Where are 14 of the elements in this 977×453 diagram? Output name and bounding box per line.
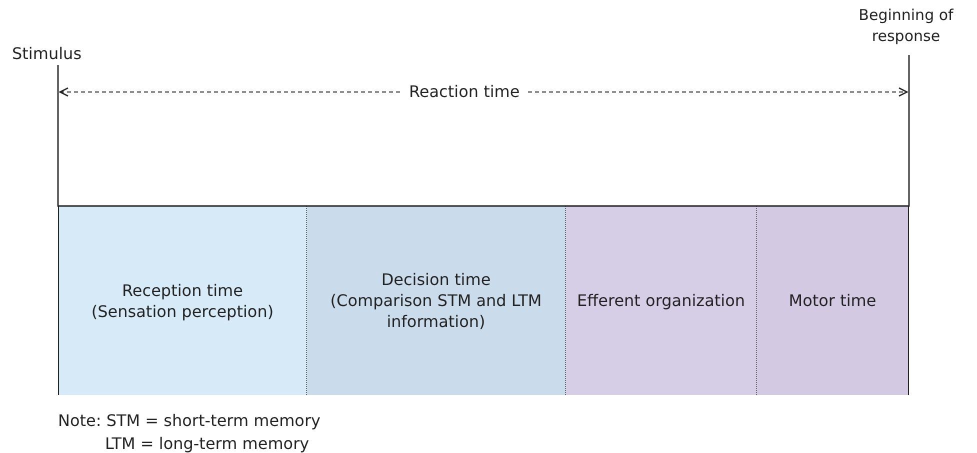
- segment-label: Reception time: [122, 280, 243, 300]
- time-segment: [757, 206, 909, 395]
- marker-label: Stimulus: [12, 43, 82, 64]
- marker-label: Beginning of response: [858, 5, 954, 47]
- time-segment: [307, 206, 566, 395]
- note-text: LTM = long-term memory: [105, 433, 310, 453]
- time-segment: [566, 206, 757, 395]
- note-text: Note: STM = short-term memory: [58, 410, 320, 431]
- segment-label: Decision time: [381, 269, 491, 290]
- segment-label: (Comparison STM and LTM information): [329, 290, 543, 332]
- segment-label: Motor time: [788, 290, 876, 311]
- time-segment: [58, 206, 307, 395]
- segment-label: (Sensation perception): [91, 300, 274, 322]
- segment-label: Efferent organization: [576, 290, 746, 311]
